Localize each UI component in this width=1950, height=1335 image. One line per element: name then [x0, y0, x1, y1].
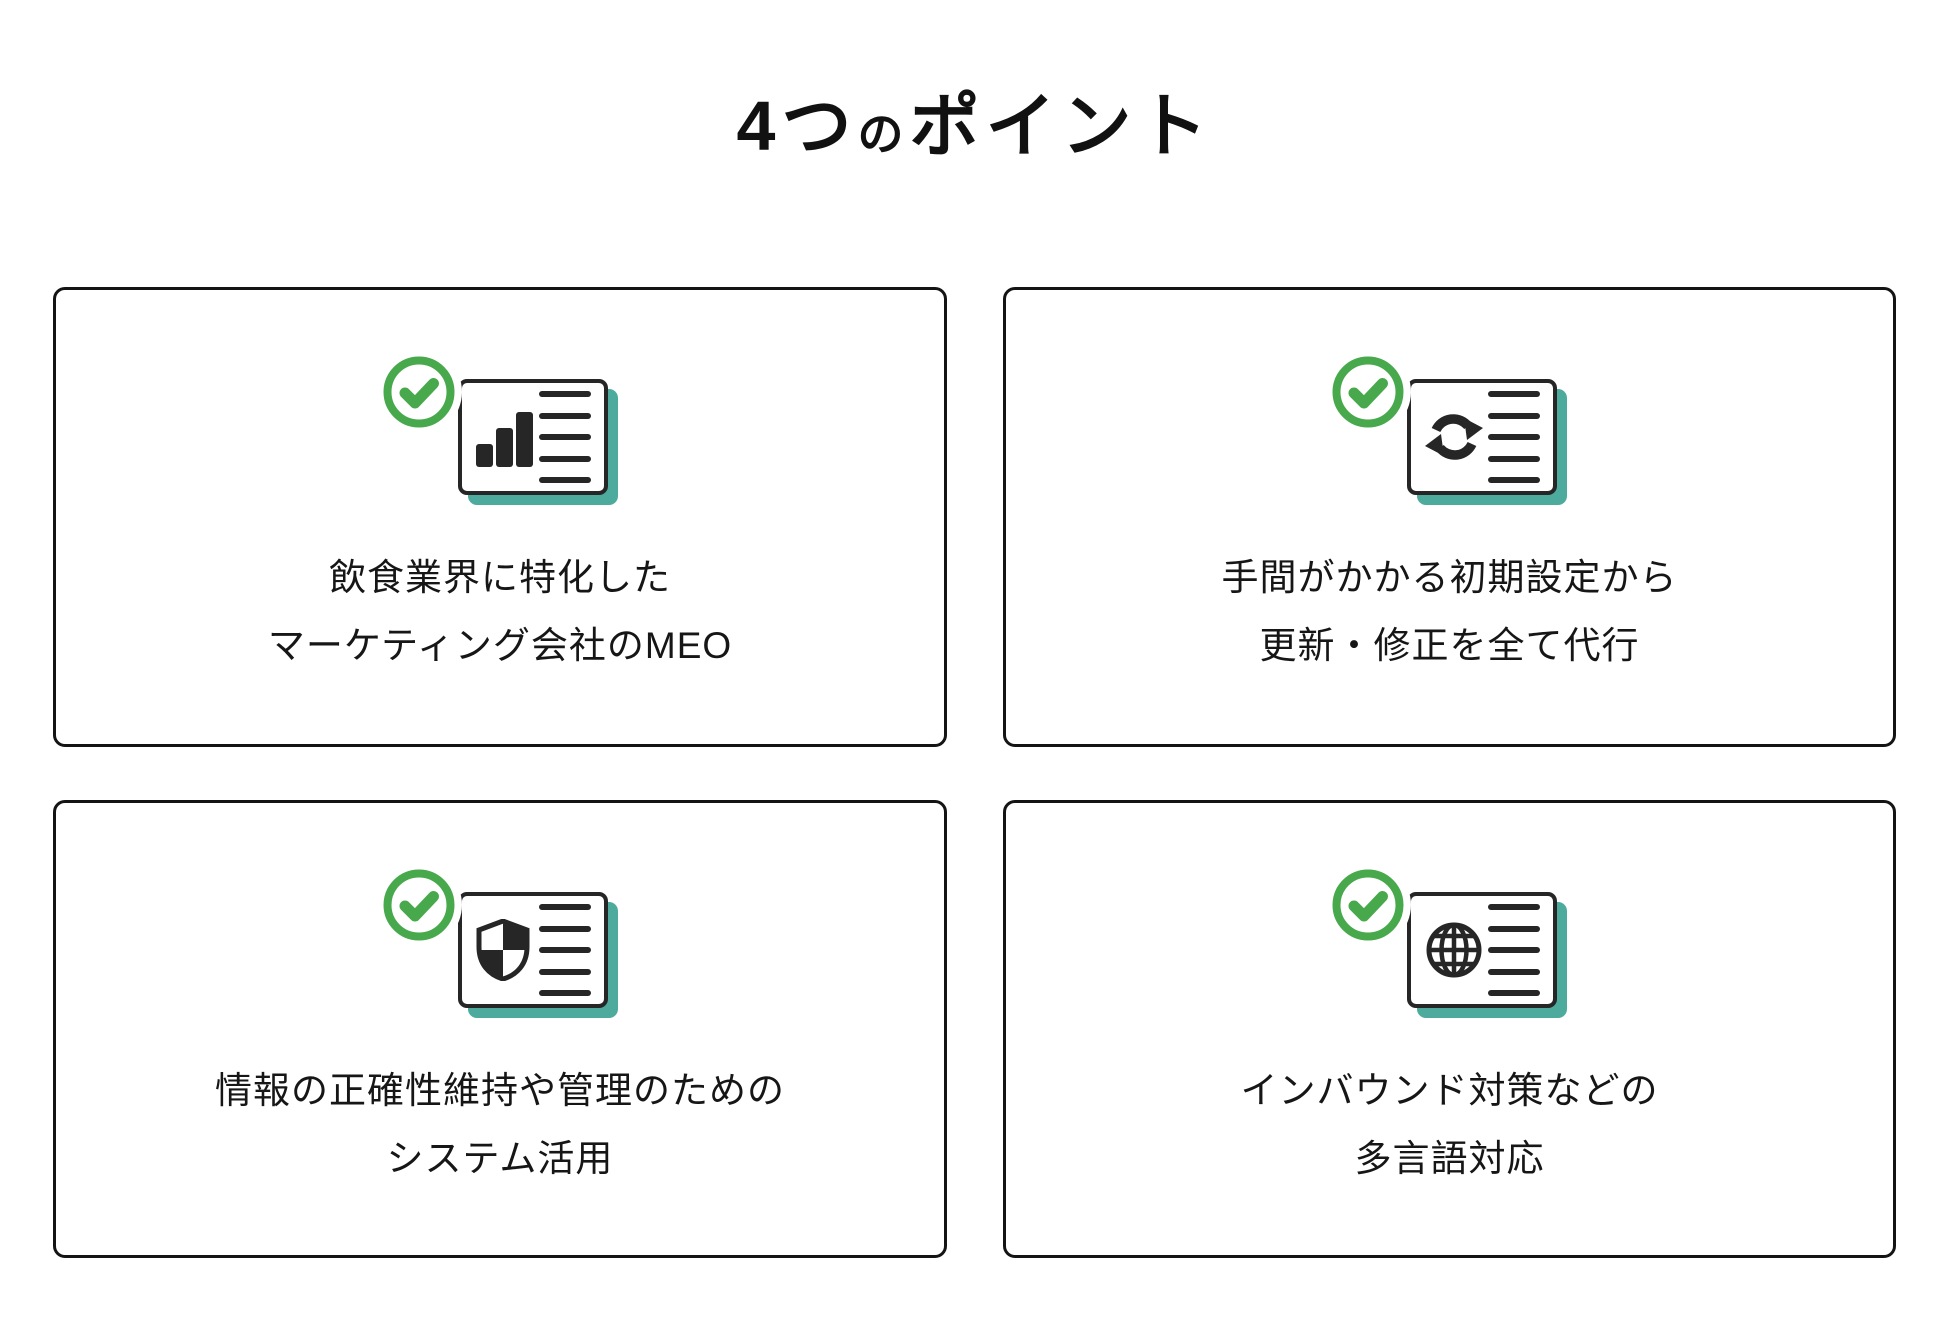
sync-icon [1424, 407, 1484, 467]
globe-icon [1424, 920, 1484, 980]
text-lines-glyph [538, 904, 591, 996]
check-badge-icon [1332, 356, 1404, 428]
shield-document-with-check-icon [382, 869, 618, 1021]
point-card-tagengo: インバウンド対策などの 多言語対応 [1003, 800, 1896, 1258]
card-caption: 飲食業界に特化した マーケティング会社のMEO [268, 544, 732, 680]
card-caption: 手間がかかる初期設定から 更新・修正を全て代行 [1222, 544, 1678, 680]
document-card [457, 379, 608, 495]
caption-line: 更新・修正を全て代行 [1259, 625, 1640, 667]
bar-chart-document-with-check-icon [382, 356, 618, 508]
caption-line: インバウンド対策などの [1240, 1070, 1659, 1111]
caption-line: 手間がかかる初期設定から [1221, 557, 1678, 598]
point-card-daikou: 手間がかかる初期設定から 更新・修正を全て代行 [1003, 287, 1896, 747]
card-caption: 情報の正確性維持や管理のための システム活用 [215, 1057, 785, 1193]
bar-chart-icon [475, 406, 533, 468]
text-lines-glyph [1488, 904, 1540, 996]
check-badge-icon [1332, 869, 1404, 941]
text-lines-glyph [538, 391, 591, 483]
text-lines-glyph [1488, 391, 1540, 483]
caption-line: マーケティング会社のMEO [267, 625, 733, 667]
check-badge-icon [382, 356, 455, 428]
card-caption: インバウンド対策などの 多言語対応 [1241, 1057, 1659, 1193]
document-card [1407, 379, 1557, 495]
sync-document-with-check-icon [1332, 356, 1567, 508]
shield-icon [475, 919, 531, 981]
document-card [1407, 892, 1557, 1008]
points-grid: 飲食業界に特化した マーケティング会社のMEO [53, 287, 1896, 1258]
page-title-rest: ポイント [909, 87, 1214, 165]
point-card-meo: 飲食業界に特化した マーケティング会社のMEO [53, 287, 947, 747]
caption-line: 情報の正確性維持や管理のための [215, 1070, 785, 1111]
page-title-lead: 4つ [736, 87, 858, 165]
page-title-particle: の [857, 108, 910, 160]
point-card-system: 情報の正確性維持や管理のための システム活用 [53, 800, 947, 1258]
caption-line: 飲食業界に特化した [328, 557, 671, 598]
document-card [457, 892, 608, 1008]
globe-document-with-check-icon [1332, 869, 1567, 1021]
page-title: 4つ の ポイント [0, 70, 1950, 171]
caption-line: システム活用 [386, 1138, 614, 1180]
caption-line: 多言語対応 [1354, 1138, 1545, 1180]
check-badge-icon [382, 869, 455, 941]
